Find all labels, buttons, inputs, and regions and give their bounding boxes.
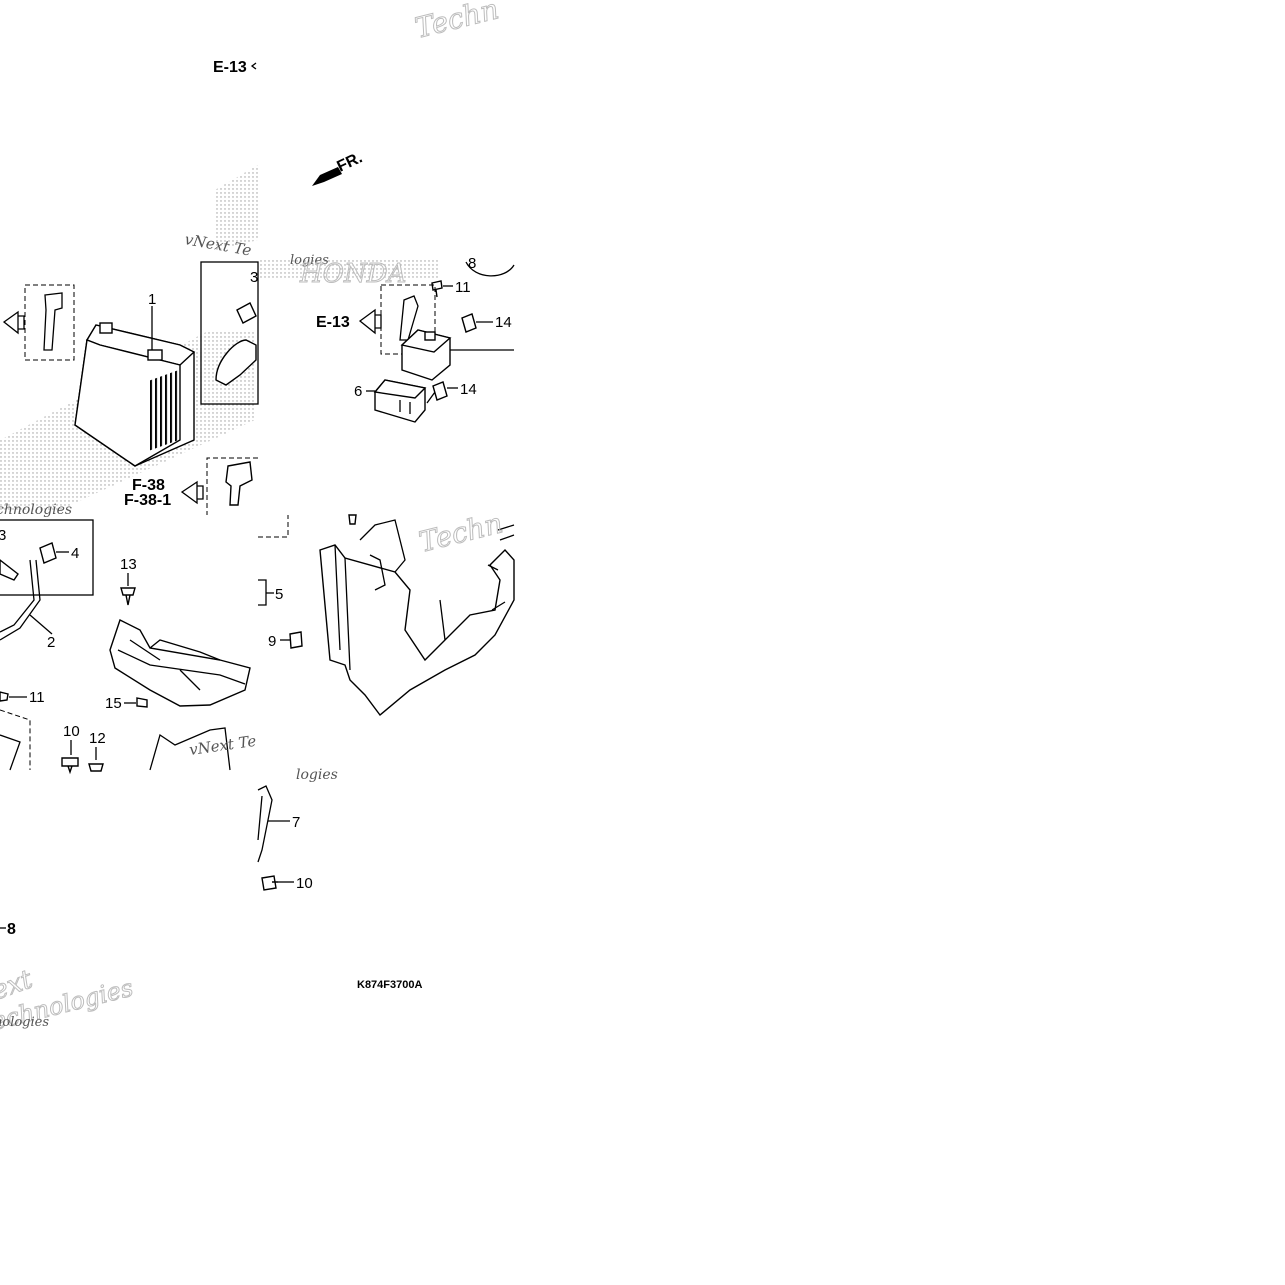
- callout-3: 3: [250, 269, 258, 286]
- cable-2-detail-box: [0, 519, 94, 596]
- battery-icon: [74, 322, 196, 467]
- callout-7: 7: [292, 814, 300, 831]
- watermark-text: vNext Te: [188, 732, 257, 759]
- e13-mid-arrow-icon: [358, 308, 382, 335]
- watermark-text: chnologies: [0, 502, 72, 518]
- callout-11-top: 11: [455, 279, 471, 296]
- diagram-code: K874F3700A: [357, 979, 422, 991]
- watermark-text: logies: [290, 253, 329, 268]
- front-mark: FR.: [335, 149, 366, 175]
- left-arrow-icon: [2, 310, 25, 335]
- e13-top-arrow-icon: [250, 62, 257, 70]
- terminal-cover-icon: [39, 542, 57, 564]
- ref-f38-1: F-38-1: [124, 492, 171, 509]
- cable-clip-icon: [215, 339, 257, 386]
- watermark-honda: HONDA: [299, 259, 406, 289]
- relay-cable-icon: [399, 295, 419, 341]
- bolt-10-lower-icon: [261, 875, 278, 891]
- relay-6-icon: [373, 379, 427, 423]
- ref-e13-top: E-13: [213, 59, 247, 76]
- callout-9: 9: [268, 633, 276, 650]
- callout-14-upper: 14: [495, 314, 512, 331]
- negative-cable-icon: [0, 559, 41, 641]
- clip-13-icon: [120, 587, 136, 606]
- callout-2: 2: [47, 634, 55, 651]
- battery-group: 1 3 F-38 F-38-1 E-13: [2, 59, 259, 515]
- callout-10-right: 10: [296, 875, 313, 892]
- callout-6: 6: [354, 383, 362, 400]
- callout-11-lower: 11: [29, 689, 45, 706]
- cable-detail-box: [24, 284, 75, 361]
- f38-detail-box: [206, 457, 258, 515]
- terminal-detail-box: [200, 261, 259, 405]
- bolt-11-icon: [431, 280, 443, 298]
- cover-group: 5 9 7 10 K874F3700A: [257, 514, 515, 991]
- battery-tray-icon: [109, 619, 251, 707]
- callout-4: 4: [71, 545, 79, 562]
- lower-cover-icon: [149, 727, 231, 771]
- terminal-cap-icon: [236, 302, 257, 324]
- harness-plug-icon: [225, 461, 253, 506]
- watermarks: Techn Techn vNext Te vNext Te ext echnol…: [0, 0, 507, 1036]
- watermark-text: logies: [296, 767, 338, 783]
- side-cover-7-icon: [257, 785, 273, 863]
- callout-8-top: 8: [468, 255, 476, 272]
- terminal-clamp-icon: [0, 559, 19, 581]
- callout-3-lower: 3: [0, 527, 6, 544]
- callout-14-lower: 14: [460, 381, 477, 398]
- clamp-edge-icon: [465, 261, 515, 277]
- bolt-10-icon: [61, 757, 79, 775]
- cover-dashed-box: [258, 515, 289, 538]
- callout-12: 12: [89, 730, 106, 747]
- callout-15: 15: [105, 695, 122, 712]
- grommet-14a-icon: [461, 313, 477, 333]
- watermark-shading: [0, 165, 440, 510]
- bolt-11-lower-icon: [0, 691, 9, 702]
- f38-arrow-icon: [180, 480, 204, 505]
- callout-5: 5: [275, 586, 283, 603]
- terminal-cable-icon: [43, 292, 63, 351]
- ref-e13-mid: E-13: [316, 314, 350, 331]
- callout-10-left: 10: [63, 723, 80, 740]
- callout-8-bottom: 8: [7, 921, 16, 938]
- nut-12-icon: [88, 763, 104, 772]
- starter-relay-icon: [400, 329, 514, 381]
- front-arrow-icon: [312, 167, 342, 186]
- tray-group: 3 4 2 13 15 11 10 12: [0, 519, 251, 938]
- nut-9-icon: [289, 631, 303, 649]
- lower-dashed-box: [0, 709, 31, 770]
- watermark-text: Techn: [416, 506, 506, 559]
- watermark-text: nologies: [0, 1015, 49, 1030]
- grommet-14b-icon: [432, 381, 448, 401]
- ref-f38: F-38: [132, 477, 165, 494]
- screw-top-icon: [348, 514, 357, 525]
- battery-cover-icon: [319, 519, 515, 717]
- callout-13: 13: [120, 556, 137, 573]
- watermark-text: Techn: [412, 0, 502, 45]
- nut-15-icon: [136, 697, 148, 708]
- callout-1: 1: [148, 291, 156, 308]
